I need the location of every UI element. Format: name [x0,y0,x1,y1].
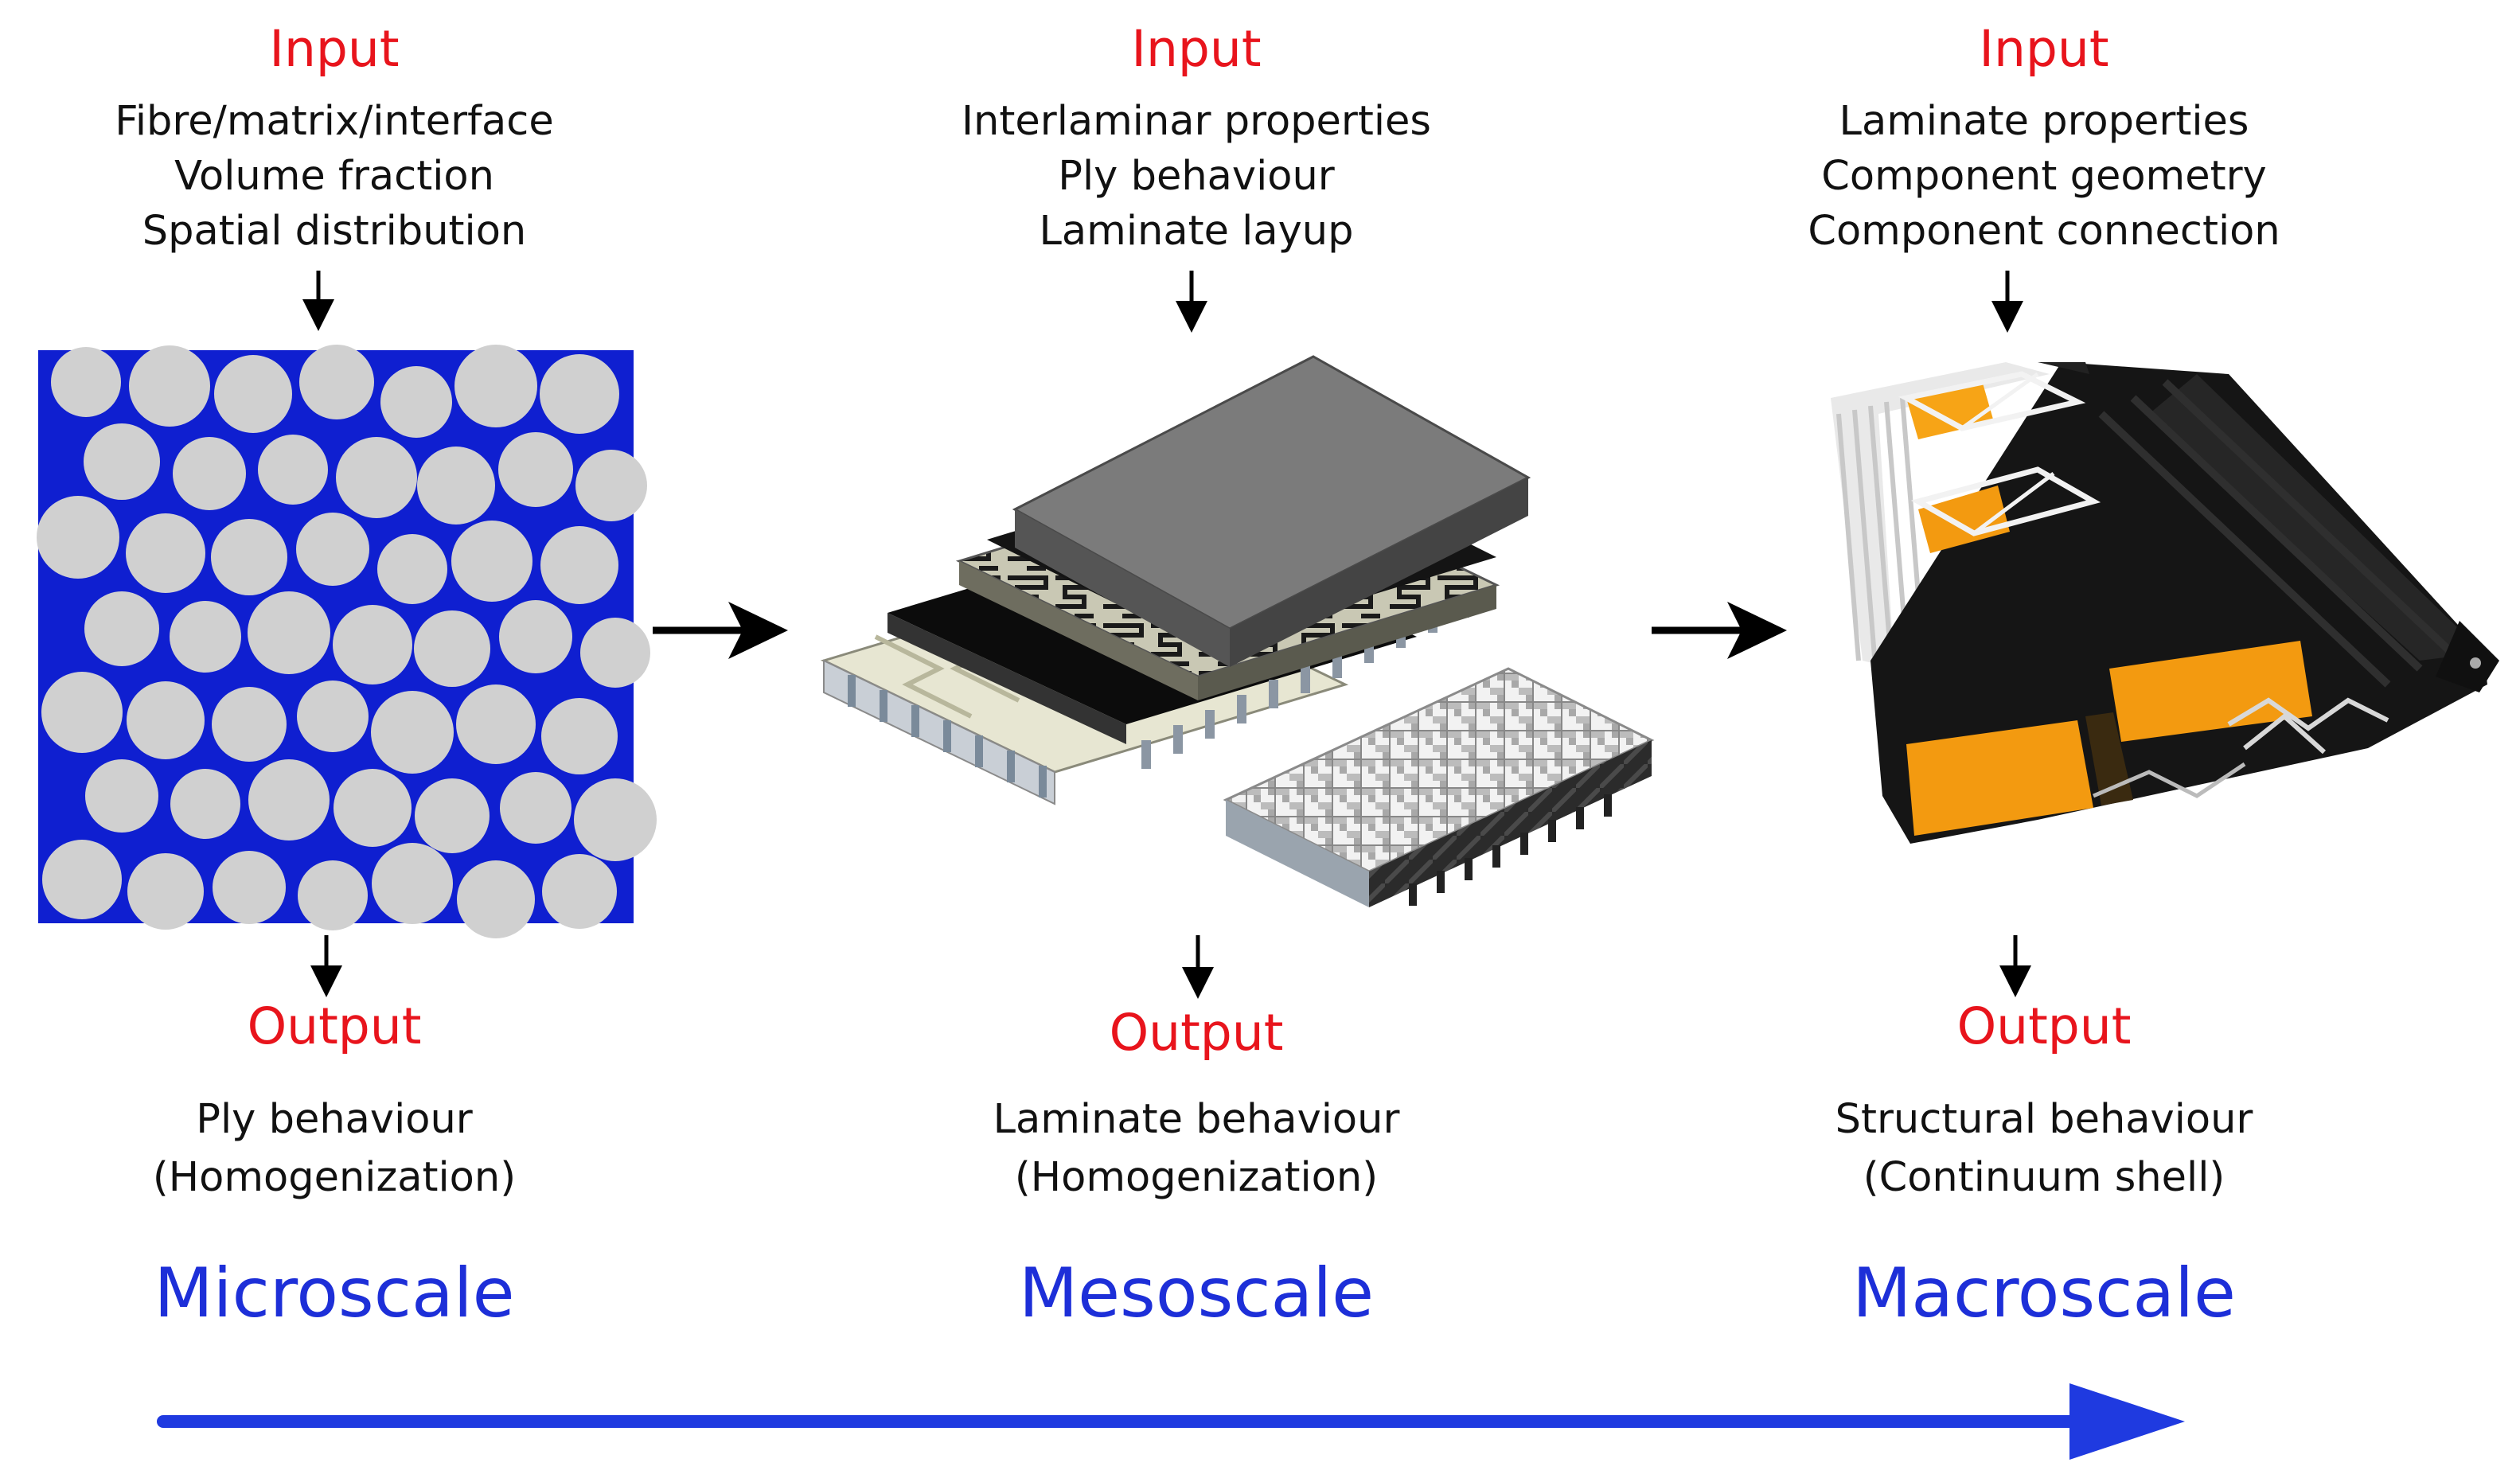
fibre-circle [542,854,617,929]
fibre-circle [456,684,536,764]
input-item: Volume fraction [174,153,494,200]
output-title: Output [1109,1004,1284,1062]
input-item: Interlaminar properties [962,98,1431,145]
output-item: Structural behaviour [1835,1096,2253,1143]
input-list: Laminate properties Component geometry C… [1646,94,2442,259]
fibre-circle [454,345,537,427]
truss [1898,371,2101,553]
fibre-circle [37,496,119,579]
output-item: (Homogenization) [1014,1154,1379,1201]
fibre-circle [296,513,369,586]
scale-label: Mesoscale [1018,1254,1375,1333]
input-list: Interlaminar properties Ply behaviour La… [798,94,1594,259]
fibre-circle [540,526,618,604]
fibre-circle [127,681,205,759]
fibre-circle [336,437,417,518]
input-item: Spatial distribution [142,208,527,255]
fibre-circle [85,759,158,833]
input-item: Component geometry [1821,153,2267,200]
wing-section-image [1831,362,2499,844]
input-list: Fibre/matrix/interface Volume fraction S… [0,94,732,259]
fibre-circle [258,435,328,505]
fibre-circle [126,513,205,593]
fibre-circle [84,423,160,500]
fibre-circle [173,437,246,510]
right-arrow [1652,602,1787,659]
fibre-circle [500,772,571,844]
right-arrow [653,602,788,659]
scale-progression-arrow [157,1383,2185,1460]
fibre-circle [371,691,454,774]
fibre-circle [580,618,650,688]
fibre-circle [417,447,495,525]
output-list: Ply behaviour (Homogenization) [0,1090,732,1207]
fibre-circle [574,778,657,861]
fibre-circle [451,521,532,602]
fibre-circle [540,354,619,434]
fibre-circle [248,759,330,840]
fibre-circle [51,347,121,417]
output-list: Structural behaviour (Continuum shell) [1646,1090,2442,1207]
input-item: Fibre/matrix/interface [115,98,554,145]
fibre-circle [127,853,204,930]
fibre-circle [213,851,286,924]
fibre-circle [334,769,412,847]
fibre-circle [541,698,618,774]
fibre-circle [212,687,287,762]
input-item: Laminate layup [1039,208,1354,255]
top-block [1012,355,1531,667]
fibre-circle [298,860,368,930]
output-item: Ply behaviour [196,1096,473,1143]
input-item: Ply behaviour [1058,153,1335,200]
fibre-circle [214,355,292,433]
fibre-circle [129,345,210,427]
fibre-circle [414,610,490,687]
output-list: Laminate behaviour (Homogenization) [798,1090,1594,1207]
fibre-circle [575,450,647,521]
input-title: Input [269,20,400,78]
output-title: Output [247,997,422,1055]
laminate-image [820,355,1655,907]
scale-label: Microscale [154,1254,515,1333]
input-title: Input [1979,20,2109,78]
output-title: Output [1956,997,2132,1055]
fibre-circle [84,591,159,666]
fibre-matrix-image [37,345,657,938]
fibre-circle [333,605,412,684]
output-item: (Homogenization) [152,1154,517,1201]
input-title: Input [1131,20,1262,78]
fibre-circle [170,601,241,673]
fibre-circle [377,534,447,604]
scale-label: Macroscale [1852,1254,2236,1333]
output-item: (Continuum shell) [1863,1154,2225,1201]
fibre-circle [457,860,535,938]
fibre-circle [372,843,453,924]
fibre-circle [248,591,330,674]
fibre-circle [380,366,452,438]
input-item: Component connection [1808,208,2280,255]
fibre-circle [297,681,369,752]
output-item: Laminate behaviour [993,1096,1400,1143]
woven-fabric [1223,667,1655,907]
fibre-circle [170,769,240,839]
fibre-circle [299,345,374,419]
fibre-circle [41,672,123,753]
fibre-circle [211,519,287,595]
fibre-circle [498,432,573,507]
input-item: Laminate properties [1839,98,2249,145]
fibre-circle [415,778,490,853]
fibre-circle [499,600,572,673]
fibre-circle [42,840,122,919]
